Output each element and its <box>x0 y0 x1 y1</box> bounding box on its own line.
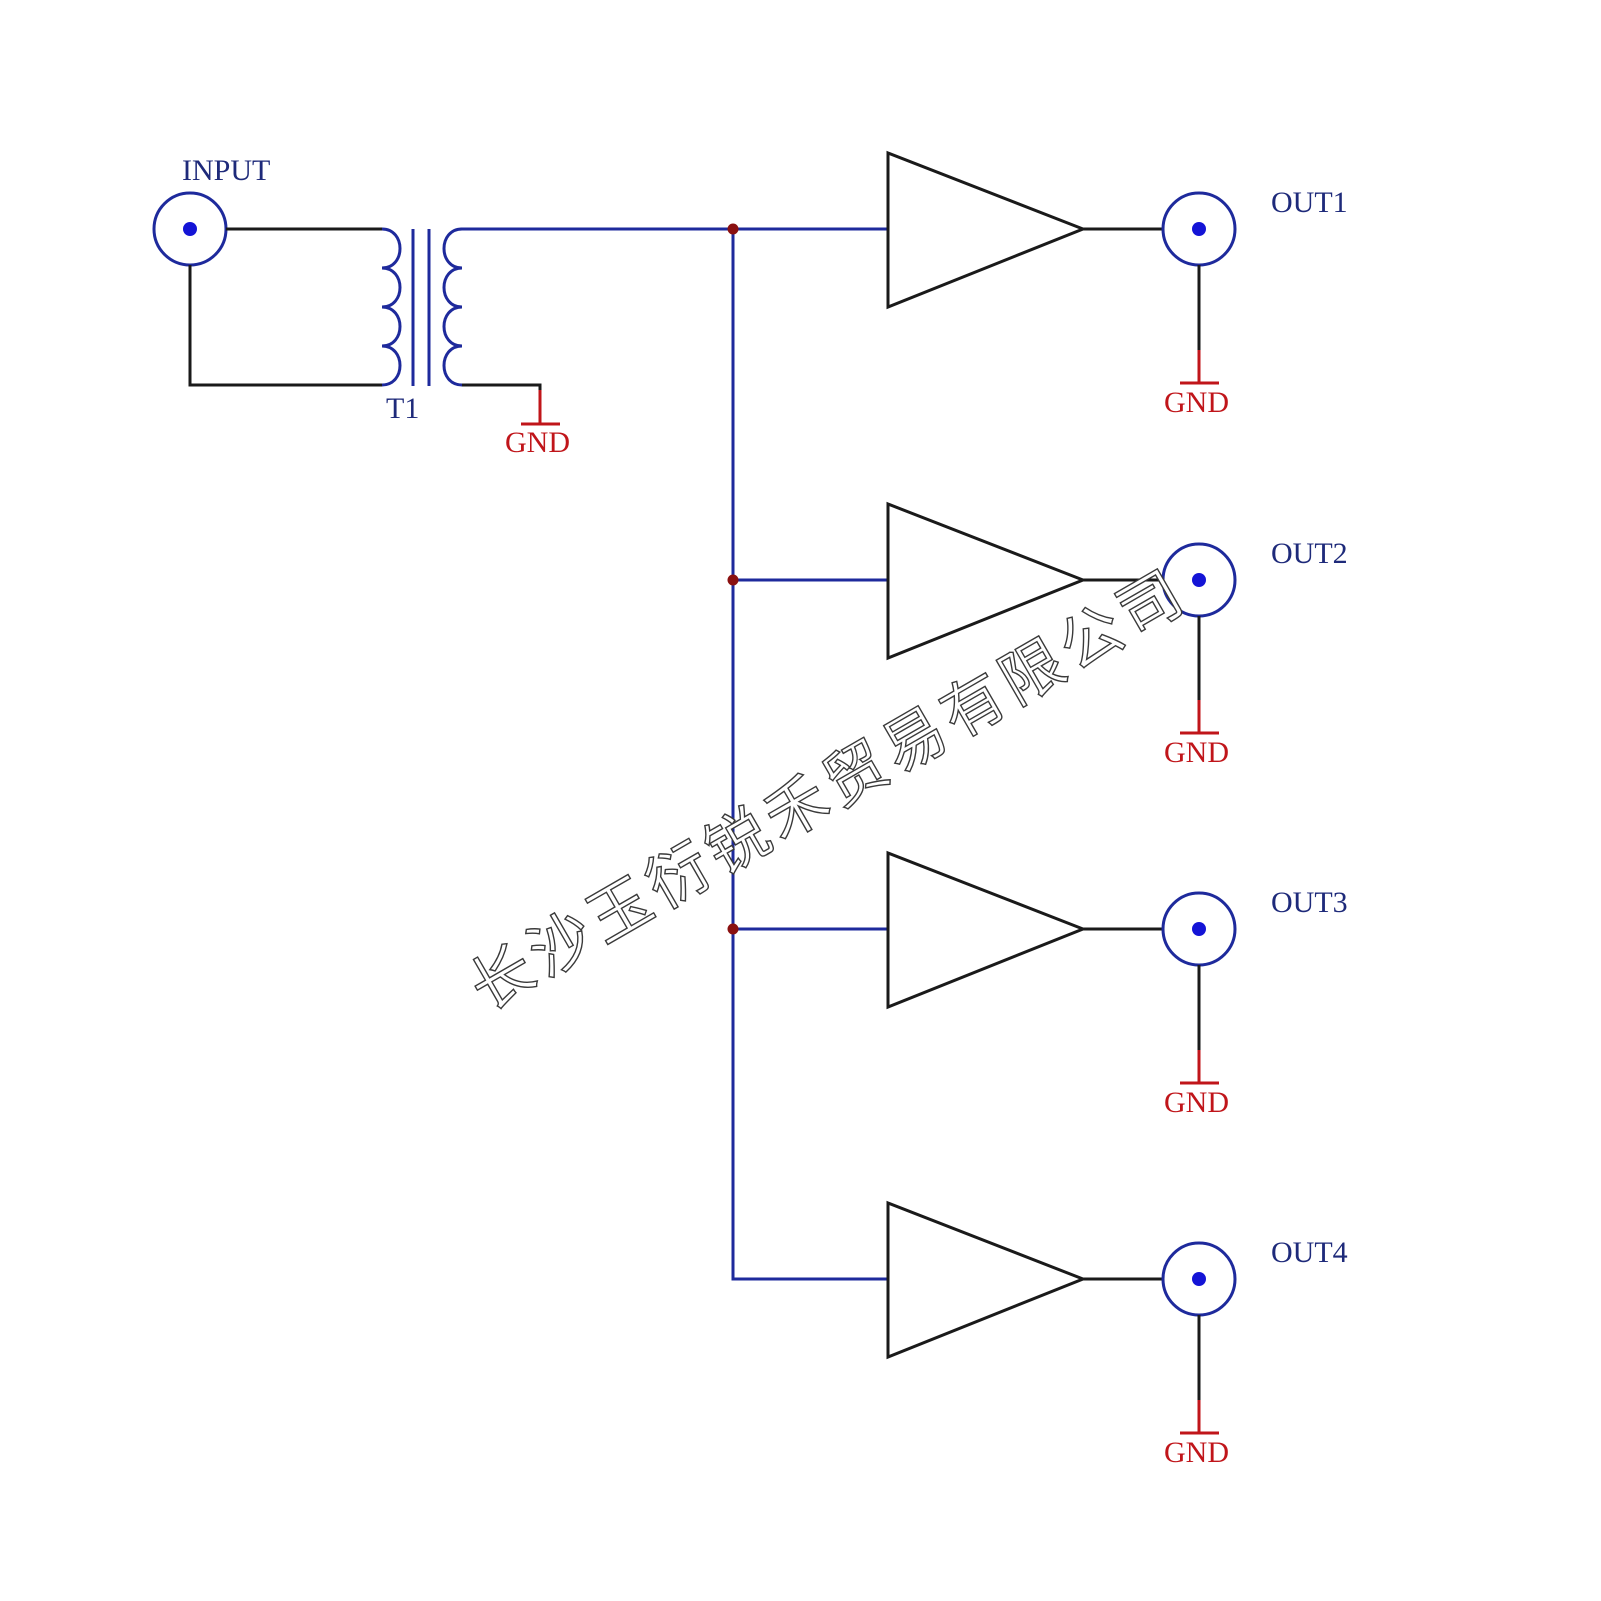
input-bnc-connector <box>152 191 228 267</box>
output-label-1: OUT1 <box>1271 186 1348 219</box>
output-bnc-pin-3 <box>1192 922 1206 936</box>
input-label: INPUT <box>182 154 270 187</box>
input-return-wire <box>188 265 382 387</box>
ground-label-3: GND <box>1164 1086 1229 1119</box>
output-bnc-pin-2 <box>1192 573 1206 587</box>
output-channel-2: OUT2 GND <box>886 501 1348 769</box>
secondary-coil <box>442 227 463 387</box>
amplifier-1 <box>886 150 1088 310</box>
output-label-3: OUT3 <box>1271 886 1348 919</box>
junction-dot-1 <box>727 223 739 235</box>
output-channel-4: OUT4 GND <box>886 1200 1348 1469</box>
junction-dot-3 <box>727 923 739 935</box>
amplifier-4 <box>886 1200 1088 1360</box>
primary-coil <box>381 227 402 387</box>
ground-label-2: GND <box>1164 736 1229 769</box>
ground-symbol-t1 <box>521 390 560 426</box>
transformer-label: T1 <box>386 392 419 425</box>
output-bnc-pin-1 <box>1192 222 1206 236</box>
output-label-4: OUT4 <box>1271 1236 1348 1269</box>
amplifier-3 <box>886 850 1088 1010</box>
output-bnc-pin-4 <box>1192 1272 1206 1286</box>
output-channel-3: OUT3 GND <box>886 850 1348 1119</box>
ground-label-4: GND <box>1164 1436 1229 1469</box>
transformer-t1 <box>381 227 463 387</box>
secondary-return-wire <box>462 383 542 424</box>
ground-label-1: GND <box>1164 386 1229 419</box>
amplifier-2 <box>886 501 1088 661</box>
output-label-2: OUT2 <box>1271 537 1348 570</box>
watermark-text: 长沙玉衍锐禾贸易有限公司 <box>457 554 1200 1025</box>
ground-label-t1: GND <box>505 426 570 459</box>
junction-dot-2 <box>727 574 739 586</box>
output-channel-1: OUT1 GND <box>886 150 1348 419</box>
